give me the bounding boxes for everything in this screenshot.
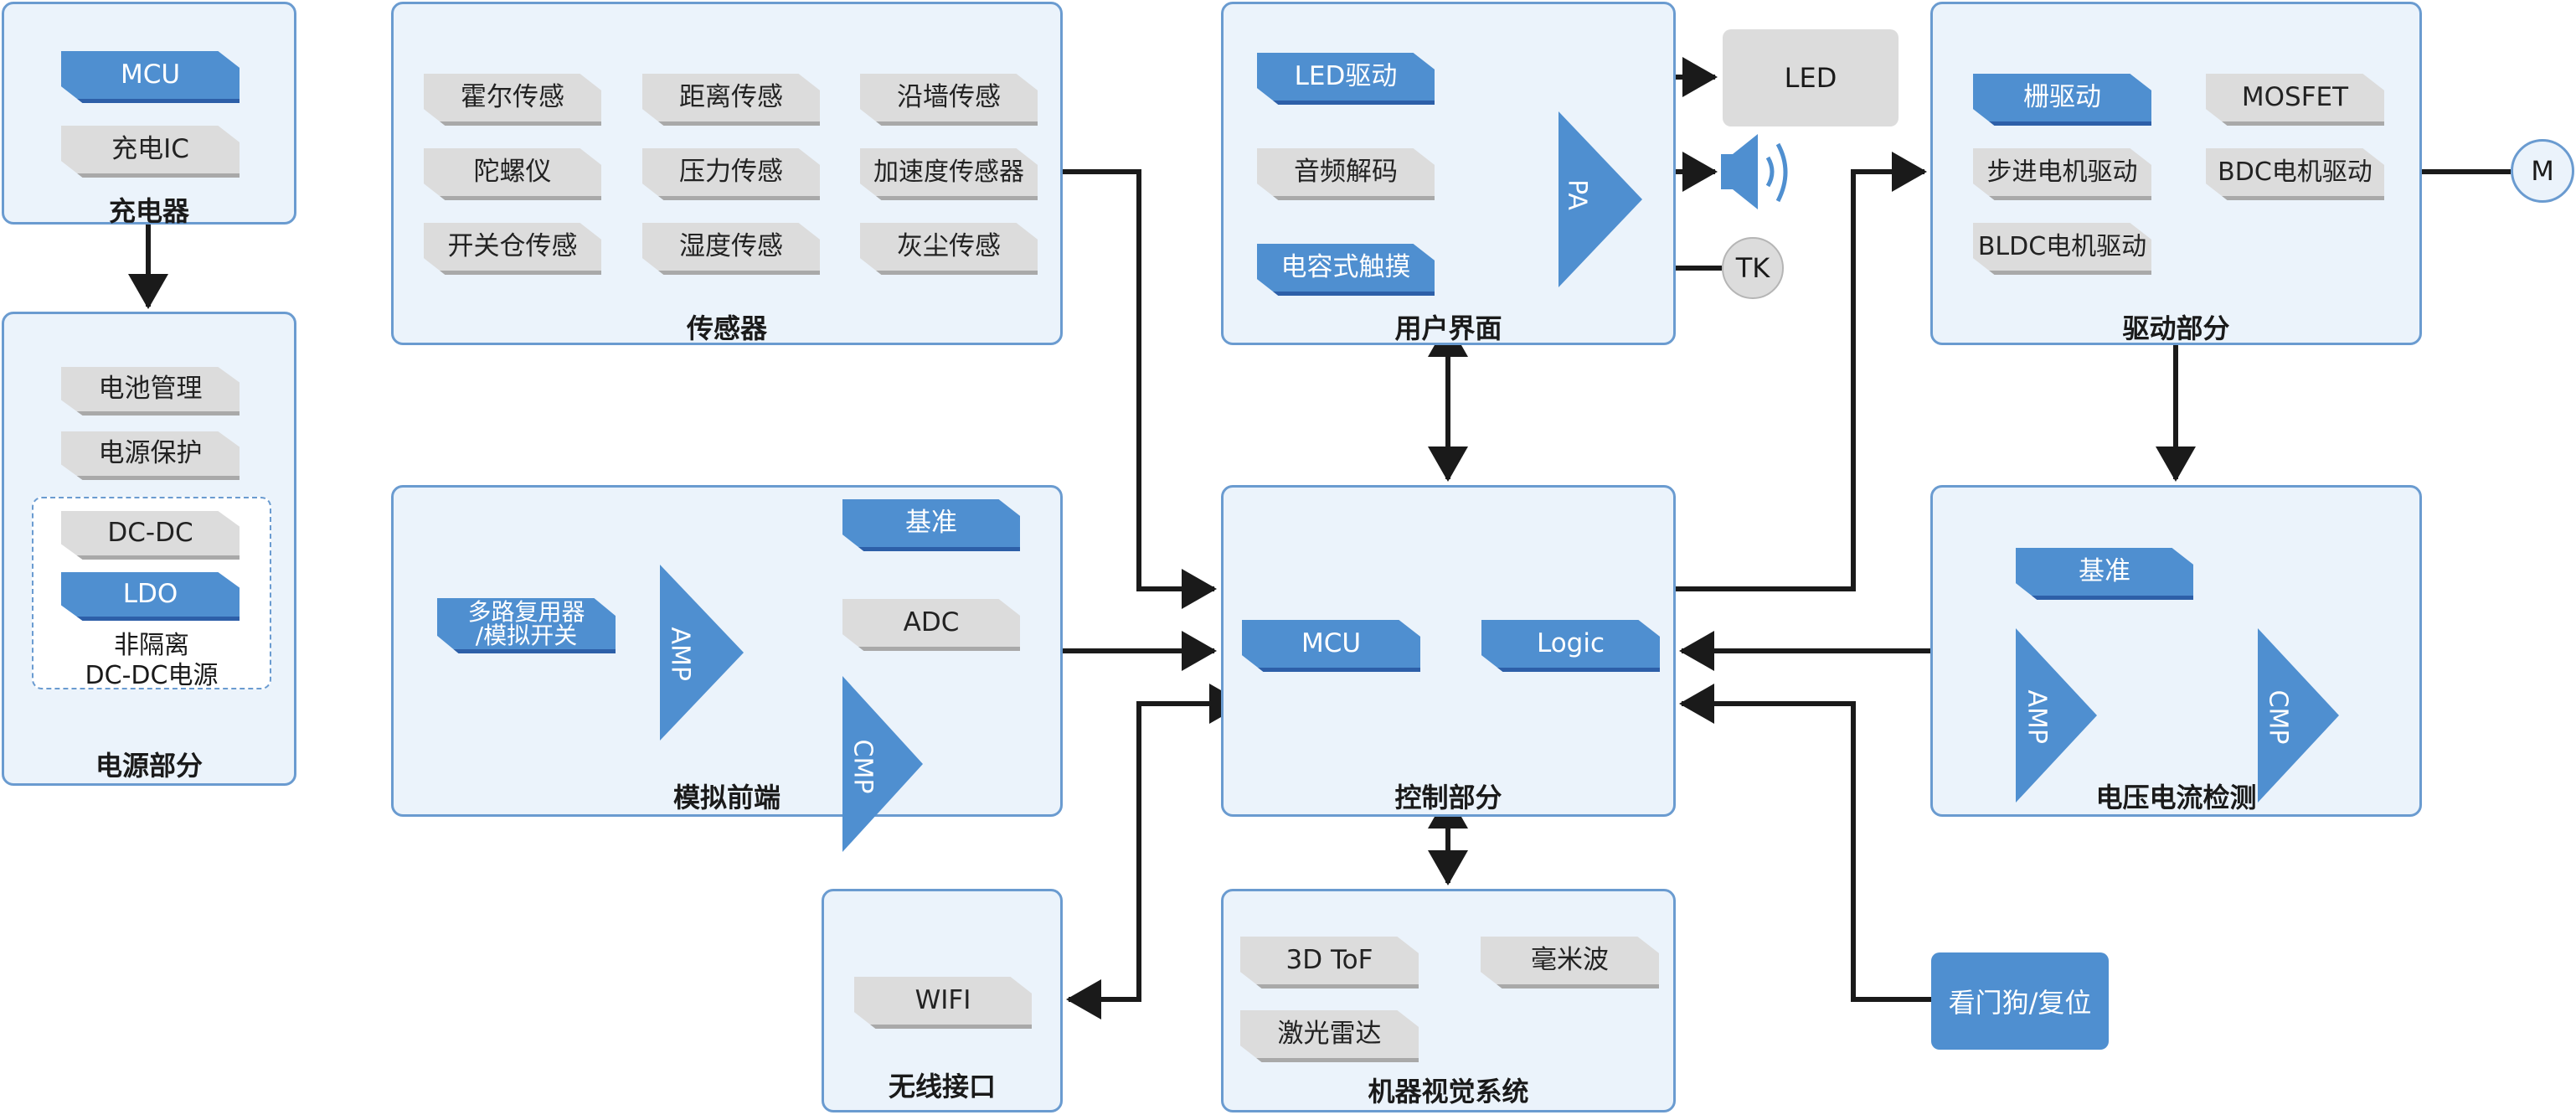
power-title: 电源部分 (95, 750, 203, 782)
wire-control-wireless (1066, 684, 1244, 1020)
gate-driver-chip[interactable]: 栅驱动 (1973, 74, 2151, 126)
ui-group: LED驱动 音频解码 电容式触摸 PA 用户界面 (1221, 2, 1676, 345)
control-logic-chip[interactable]: Logic (1481, 620, 1660, 672)
ldo-chip[interactable]: LDO (61, 572, 240, 621)
sensor-chip[interactable]: 霍尔传感 (424, 74, 601, 126)
charger-group: MCU 充电IC 充电器 (2, 2, 296, 227)
led-block[interactable]: LED (1723, 29, 1899, 126)
charger-mcu-chip[interactable]: MCU (61, 51, 240, 103)
subgroup-label-line2: DC-DC电源 (85, 661, 219, 690)
wire-sensors-control (1063, 169, 1217, 609)
power-group: 电池管理 电源保护 DC-DC LDO 非隔离 DC-DC电源 电源部分 (2, 312, 296, 786)
sensor-chip[interactable]: 压力传感 (642, 148, 820, 200)
sensors-title: 传感器 (686, 312, 767, 344)
sensor-chip[interactable]: 距离传感 (642, 74, 820, 126)
wifi-chip[interactable]: WIFI (854, 977, 1032, 1029)
control-title: 控制部分 (1394, 782, 1502, 813)
watchdog-reset-block[interactable]: 看门狗/复位 (1931, 952, 2109, 1050)
vi-amp-label: AMP (2022, 689, 2052, 745)
control-mcu-chip[interactable]: MCU (1242, 620, 1420, 672)
dcdc-chip[interactable]: DC-DC (61, 511, 240, 560)
wireless-group: WIFI 无线接口 (822, 889, 1063, 1112)
wire-watchdog-control (1679, 684, 1931, 1002)
wireless-title: 无线接口 (888, 1071, 996, 1102)
afe-amp-triangle (660, 565, 744, 741)
power-protection-chip[interactable]: 电源保护 (61, 431, 240, 480)
pa-label: PA (1562, 179, 1592, 210)
drive-title: 驱动部分 (2122, 312, 2230, 344)
mux-label-line1: 多路复用器 (467, 597, 585, 626)
bldc-driver-chip[interactable]: BLDC电机驱动 (1973, 223, 2151, 275)
vi-reference-chip[interactable]: 基准 (2016, 548, 2193, 600)
mmwave-chip[interactable]: 毫米波 (1481, 937, 1659, 989)
sensor-chip[interactable]: 沿墙传感 (860, 74, 1038, 126)
vi-cmp-triangle (2258, 628, 2339, 803)
mosfet-chip[interactable]: MOSFET (2206, 74, 2384, 126)
afe-amp-label: AMP (665, 627, 695, 682)
capacitive-touch-chip[interactable]: 电容式触摸 (1257, 244, 1435, 296)
non-isolated-dcdc-subgroup: DC-DC LDO 非隔离 DC-DC电源 (32, 497, 271, 690)
afe-title: 模拟前端 (672, 782, 781, 813)
sensor-chip[interactable]: 开关仓传感 (424, 223, 601, 275)
tk-touch-key[interactable]: TK (1722, 237, 1784, 299)
vi-amp-triangle (2016, 628, 2097, 803)
charger-title: 充电器 (108, 195, 189, 227)
drive-group: 栅驱动 MOSFET 步进电机驱动 BDC电机驱动 BLDC电机驱动 驱动部分 (1930, 2, 2422, 345)
sensor-chip[interactable]: 湿度传感 (642, 223, 820, 275)
tof-chip[interactable]: 3D ToF (1240, 937, 1419, 989)
adc-chip[interactable]: ADC (842, 599, 1020, 651)
sensor-chip[interactable]: 陀螺仪 (424, 148, 601, 200)
afe-group: 多路复用器 /模拟开关 AMP 基准 ADC CMP 模拟前端 (391, 485, 1063, 852)
battery-management-chip[interactable]: 电池管理 (61, 367, 240, 416)
vision-group: 3D ToF 毫米波 激光雷达 机器视觉系统 (1221, 889, 1676, 1112)
bdc-driver-chip[interactable]: BDC电机驱动 (2206, 148, 2384, 200)
sensors-group: 霍尔传感 距离传感 沿墙传感 陀螺仪 压力传感 加速度传感器 开关仓传感 湿度传… (391, 2, 1063, 345)
control-group: MCU Logic 控制部分 (1221, 485, 1676, 817)
mux-label-line2: /模拟开关 (475, 621, 578, 649)
afe-reference-chip[interactable]: 基准 (842, 499, 1020, 551)
sensor-chip[interactable]: 灰尘传感 (860, 223, 1038, 275)
ui-title: 用户界面 (1394, 312, 1502, 344)
speaker-icon (1721, 134, 1788, 209)
lidar-chip[interactable]: 激光雷达 (1240, 1010, 1419, 1062)
vision-title: 机器视觉系统 (1368, 1076, 1529, 1107)
vi-detect-group: 基准 AMP CMP 电压电流检测 (1930, 485, 2422, 817)
mux-analog-switch-chip[interactable]: 多路复用器 /模拟开关 (437, 598, 616, 653)
audio-decoder-chip[interactable]: 音频解码 (1257, 148, 1435, 200)
subgroup-label-line1: 非隔离 (114, 631, 189, 660)
wire-control-drive (1676, 152, 1927, 591)
sensor-chip[interactable]: 加速度传感器 (860, 148, 1038, 200)
charger-ic-chip[interactable]: 充电IC (61, 126, 240, 178)
stepper-driver-chip[interactable]: 步进电机驱动 (1973, 148, 2151, 200)
pa-amplifier-triangle (1558, 111, 1642, 287)
vi-detect-title: 电压电流检测 (2095, 782, 2257, 813)
vi-cmp-label: CMP (2263, 689, 2293, 745)
afe-cmp-triangle (842, 676, 923, 852)
motor-circle[interactable]: M (2511, 139, 2574, 203)
led-driver-chip[interactable]: LED驱动 (1257, 53, 1435, 105)
